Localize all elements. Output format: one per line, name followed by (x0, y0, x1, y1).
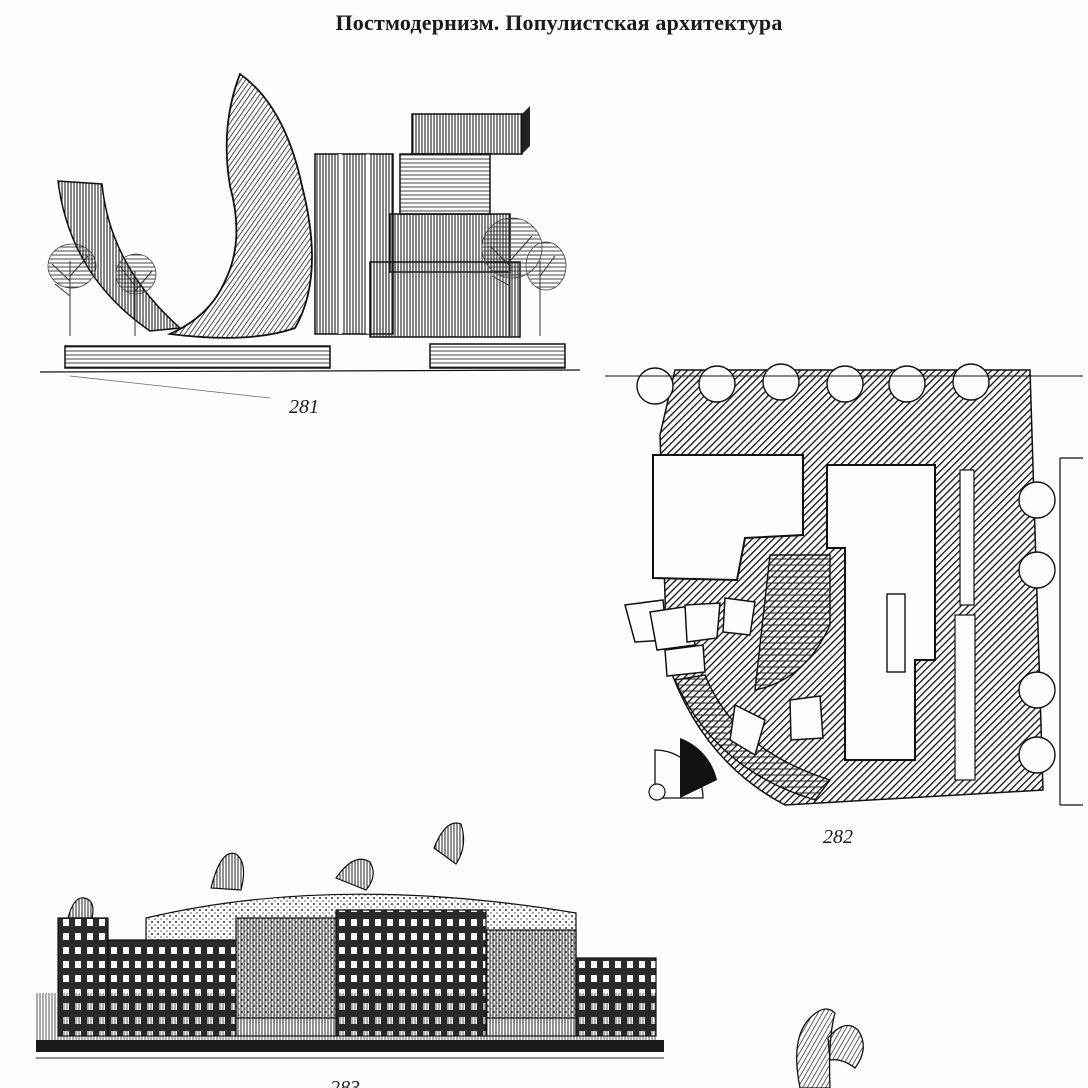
figure-283-drawing (36, 818, 664, 1076)
figure-281-drawing (40, 66, 580, 406)
figure-283-caption: 283 (330, 1077, 360, 1088)
figure-fragment-sculpture (780, 998, 890, 1088)
figure-fragment-svg (796, 1008, 864, 1088)
figure-282-svg (605, 363, 1083, 806)
figure-282-plan (605, 360, 1083, 810)
figure-282-caption: 282 (823, 826, 853, 848)
page-title: Постмодернизм. Популистская архитектура (335, 10, 783, 35)
figure-283-svg (36, 822, 664, 1059)
figure-281-svg (40, 72, 580, 399)
figure-281-caption: 281 (289, 396, 319, 418)
